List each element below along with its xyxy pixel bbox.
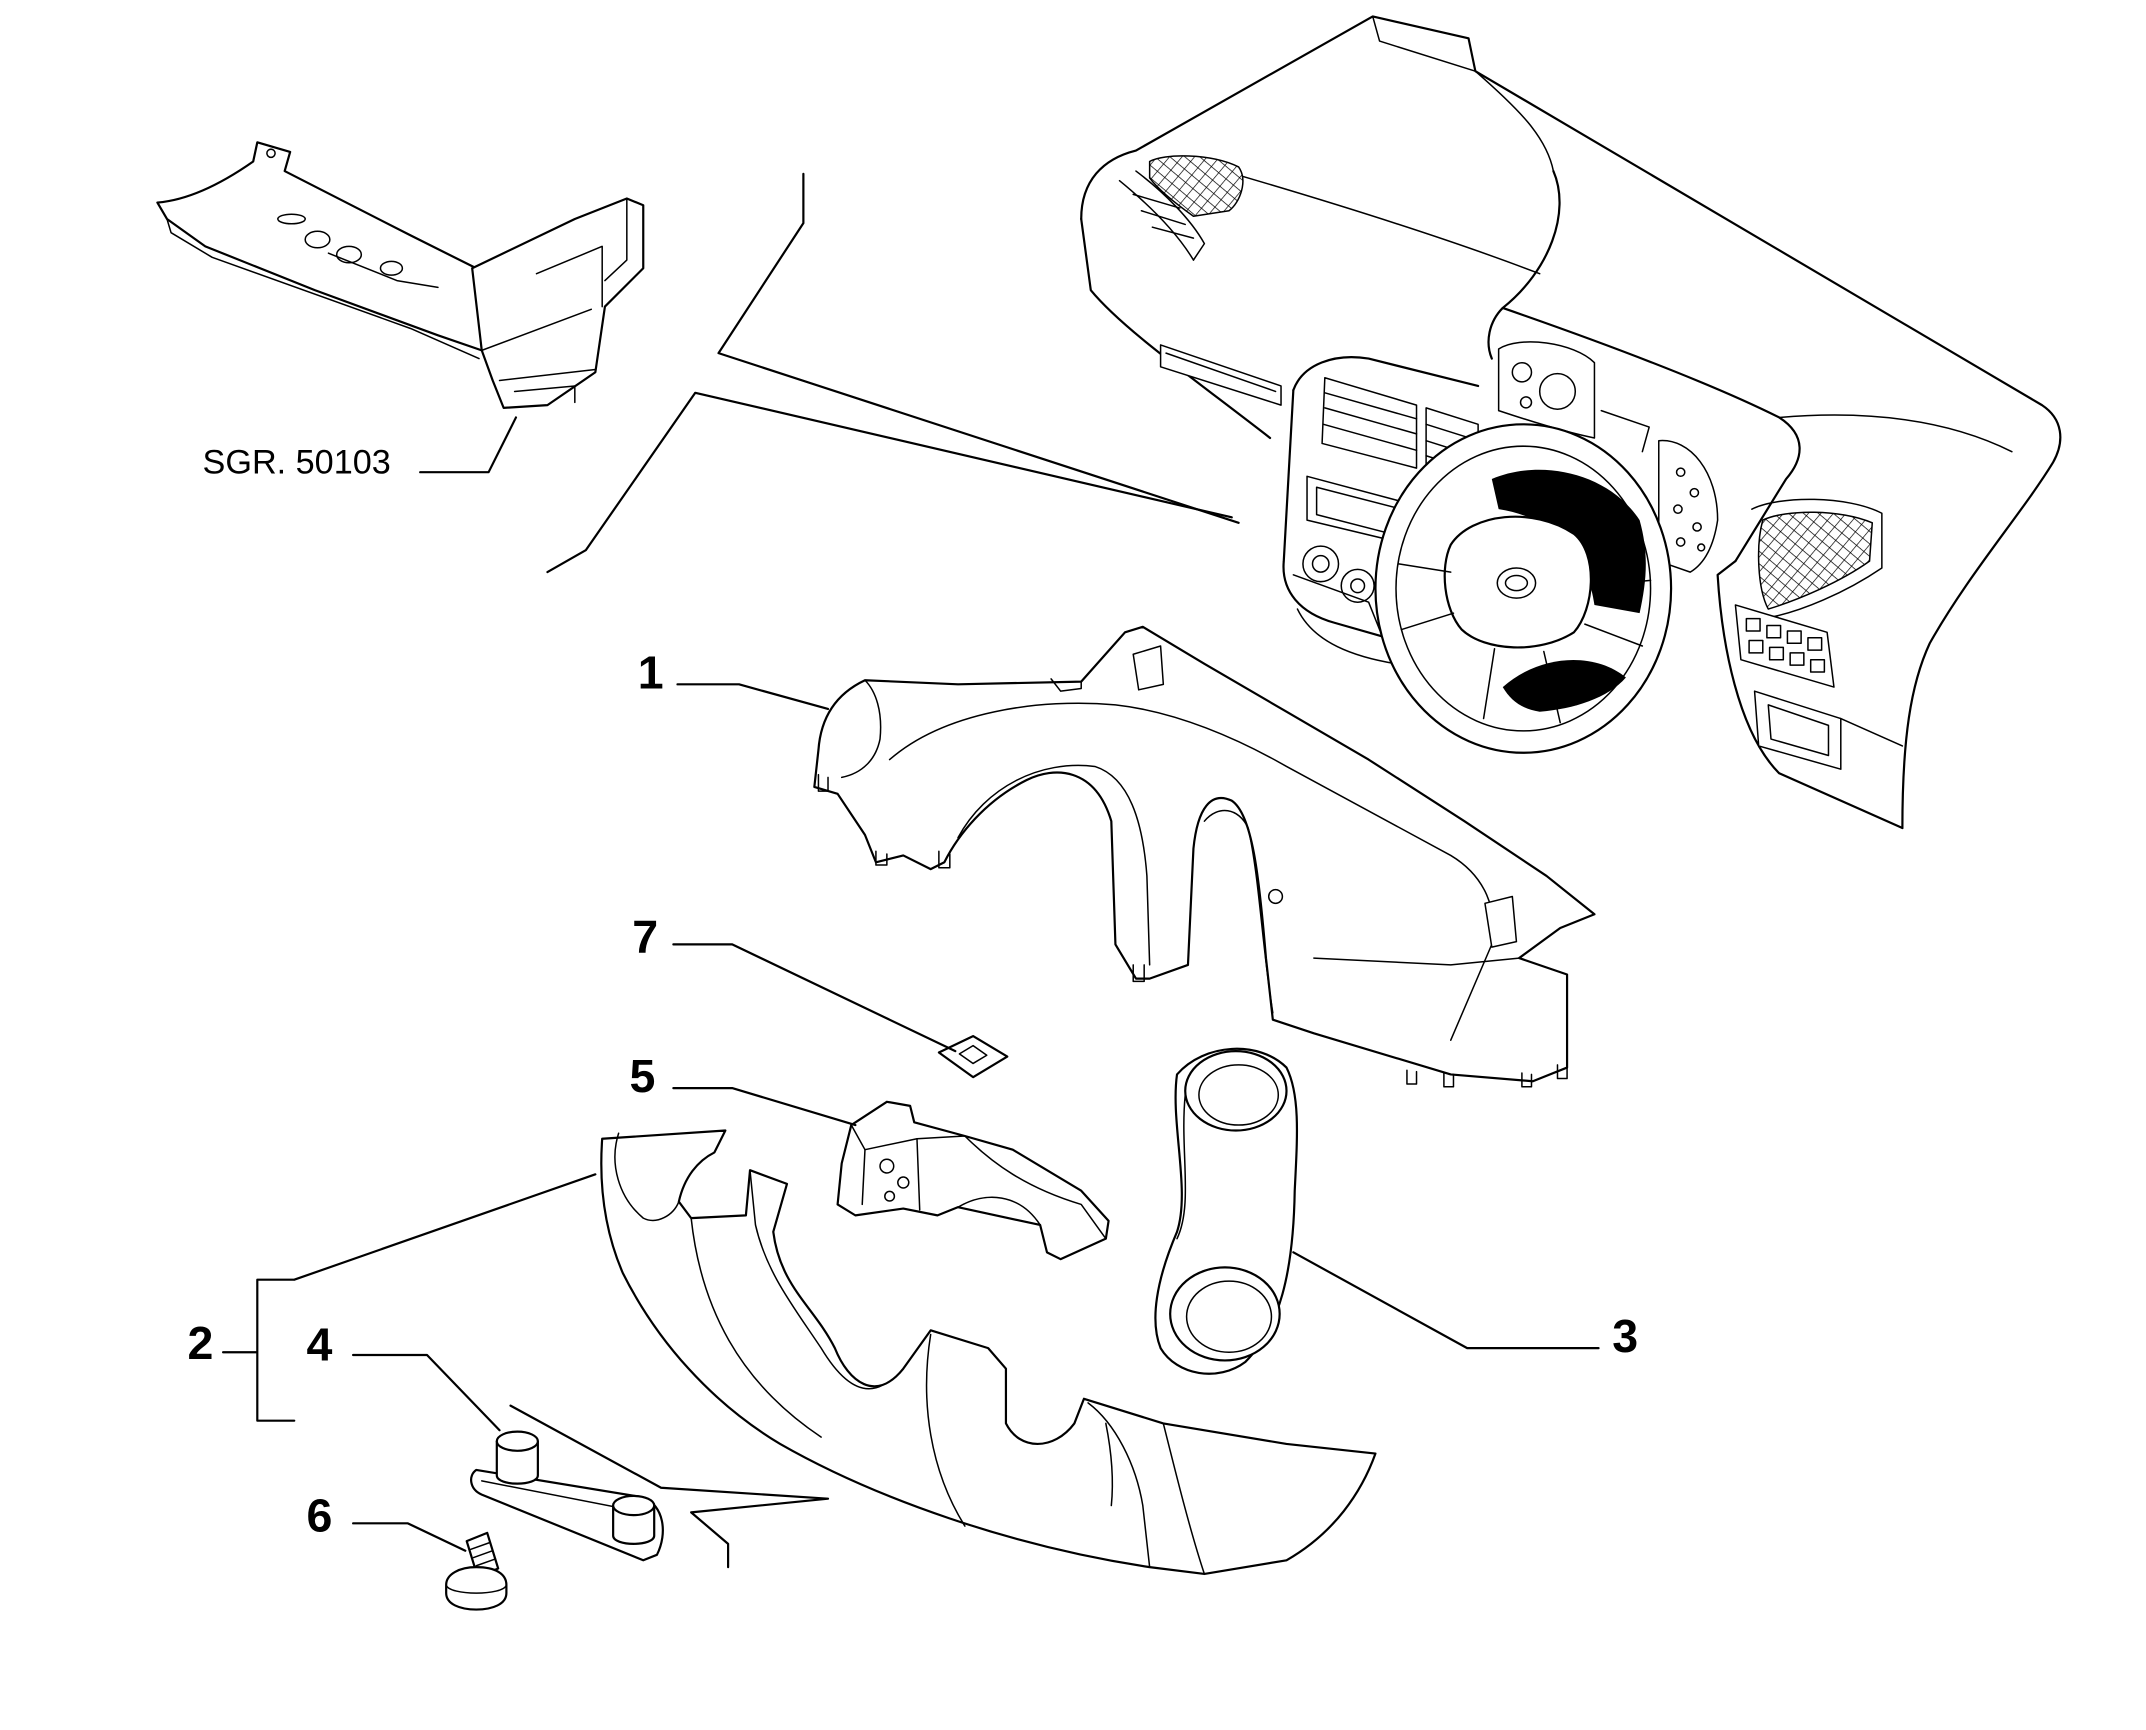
leader-part-2: [221, 1173, 597, 1422]
part-6-screw: [445, 1531, 508, 1611]
label-sgr-ref: SGR. 50103: [203, 444, 391, 482]
part-5-bracket: [836, 1100, 1110, 1261]
part-1-upper-shroud: [813, 625, 1596, 1088]
label-part-3: 3: [1612, 1310, 1638, 1362]
leader-part-1: [676, 683, 830, 711]
label-part-4: 4: [307, 1318, 333, 1370]
callout-leaders: [221, 416, 1600, 1552]
steering-wheel: [1374, 423, 1673, 754]
part-2-lower-shroud: [600, 1129, 1377, 1576]
part-3-ring-cover: [1154, 1047, 1299, 1375]
label-part-7: 7: [632, 911, 658, 963]
leader-sgr-ref: [419, 416, 518, 474]
label-part-2: 2: [188, 1317, 214, 1369]
part-7-clip: [937, 1034, 1009, 1079]
leader-part-5: [672, 1086, 857, 1127]
part-4-twin-boss-strip: [470, 1430, 664, 1562]
label-part-1: 1: [638, 646, 664, 698]
leader-part-6: [352, 1522, 467, 1552]
label-part-6: 6: [307, 1490, 333, 1542]
dashboard-overview: [1080, 15, 2062, 830]
leader-part-4: [352, 1353, 501, 1432]
projection-lines: [509, 172, 1240, 1569]
leader-part-7: [672, 943, 957, 1053]
reference-bracket-part: [156, 141, 645, 409]
leader-part-3: [1292, 1251, 1600, 1350]
callout-labels: SGR. 50103 1 7 5 2 4 3 6: [188, 444, 1639, 1542]
label-part-5: 5: [630, 1050, 656, 1102]
